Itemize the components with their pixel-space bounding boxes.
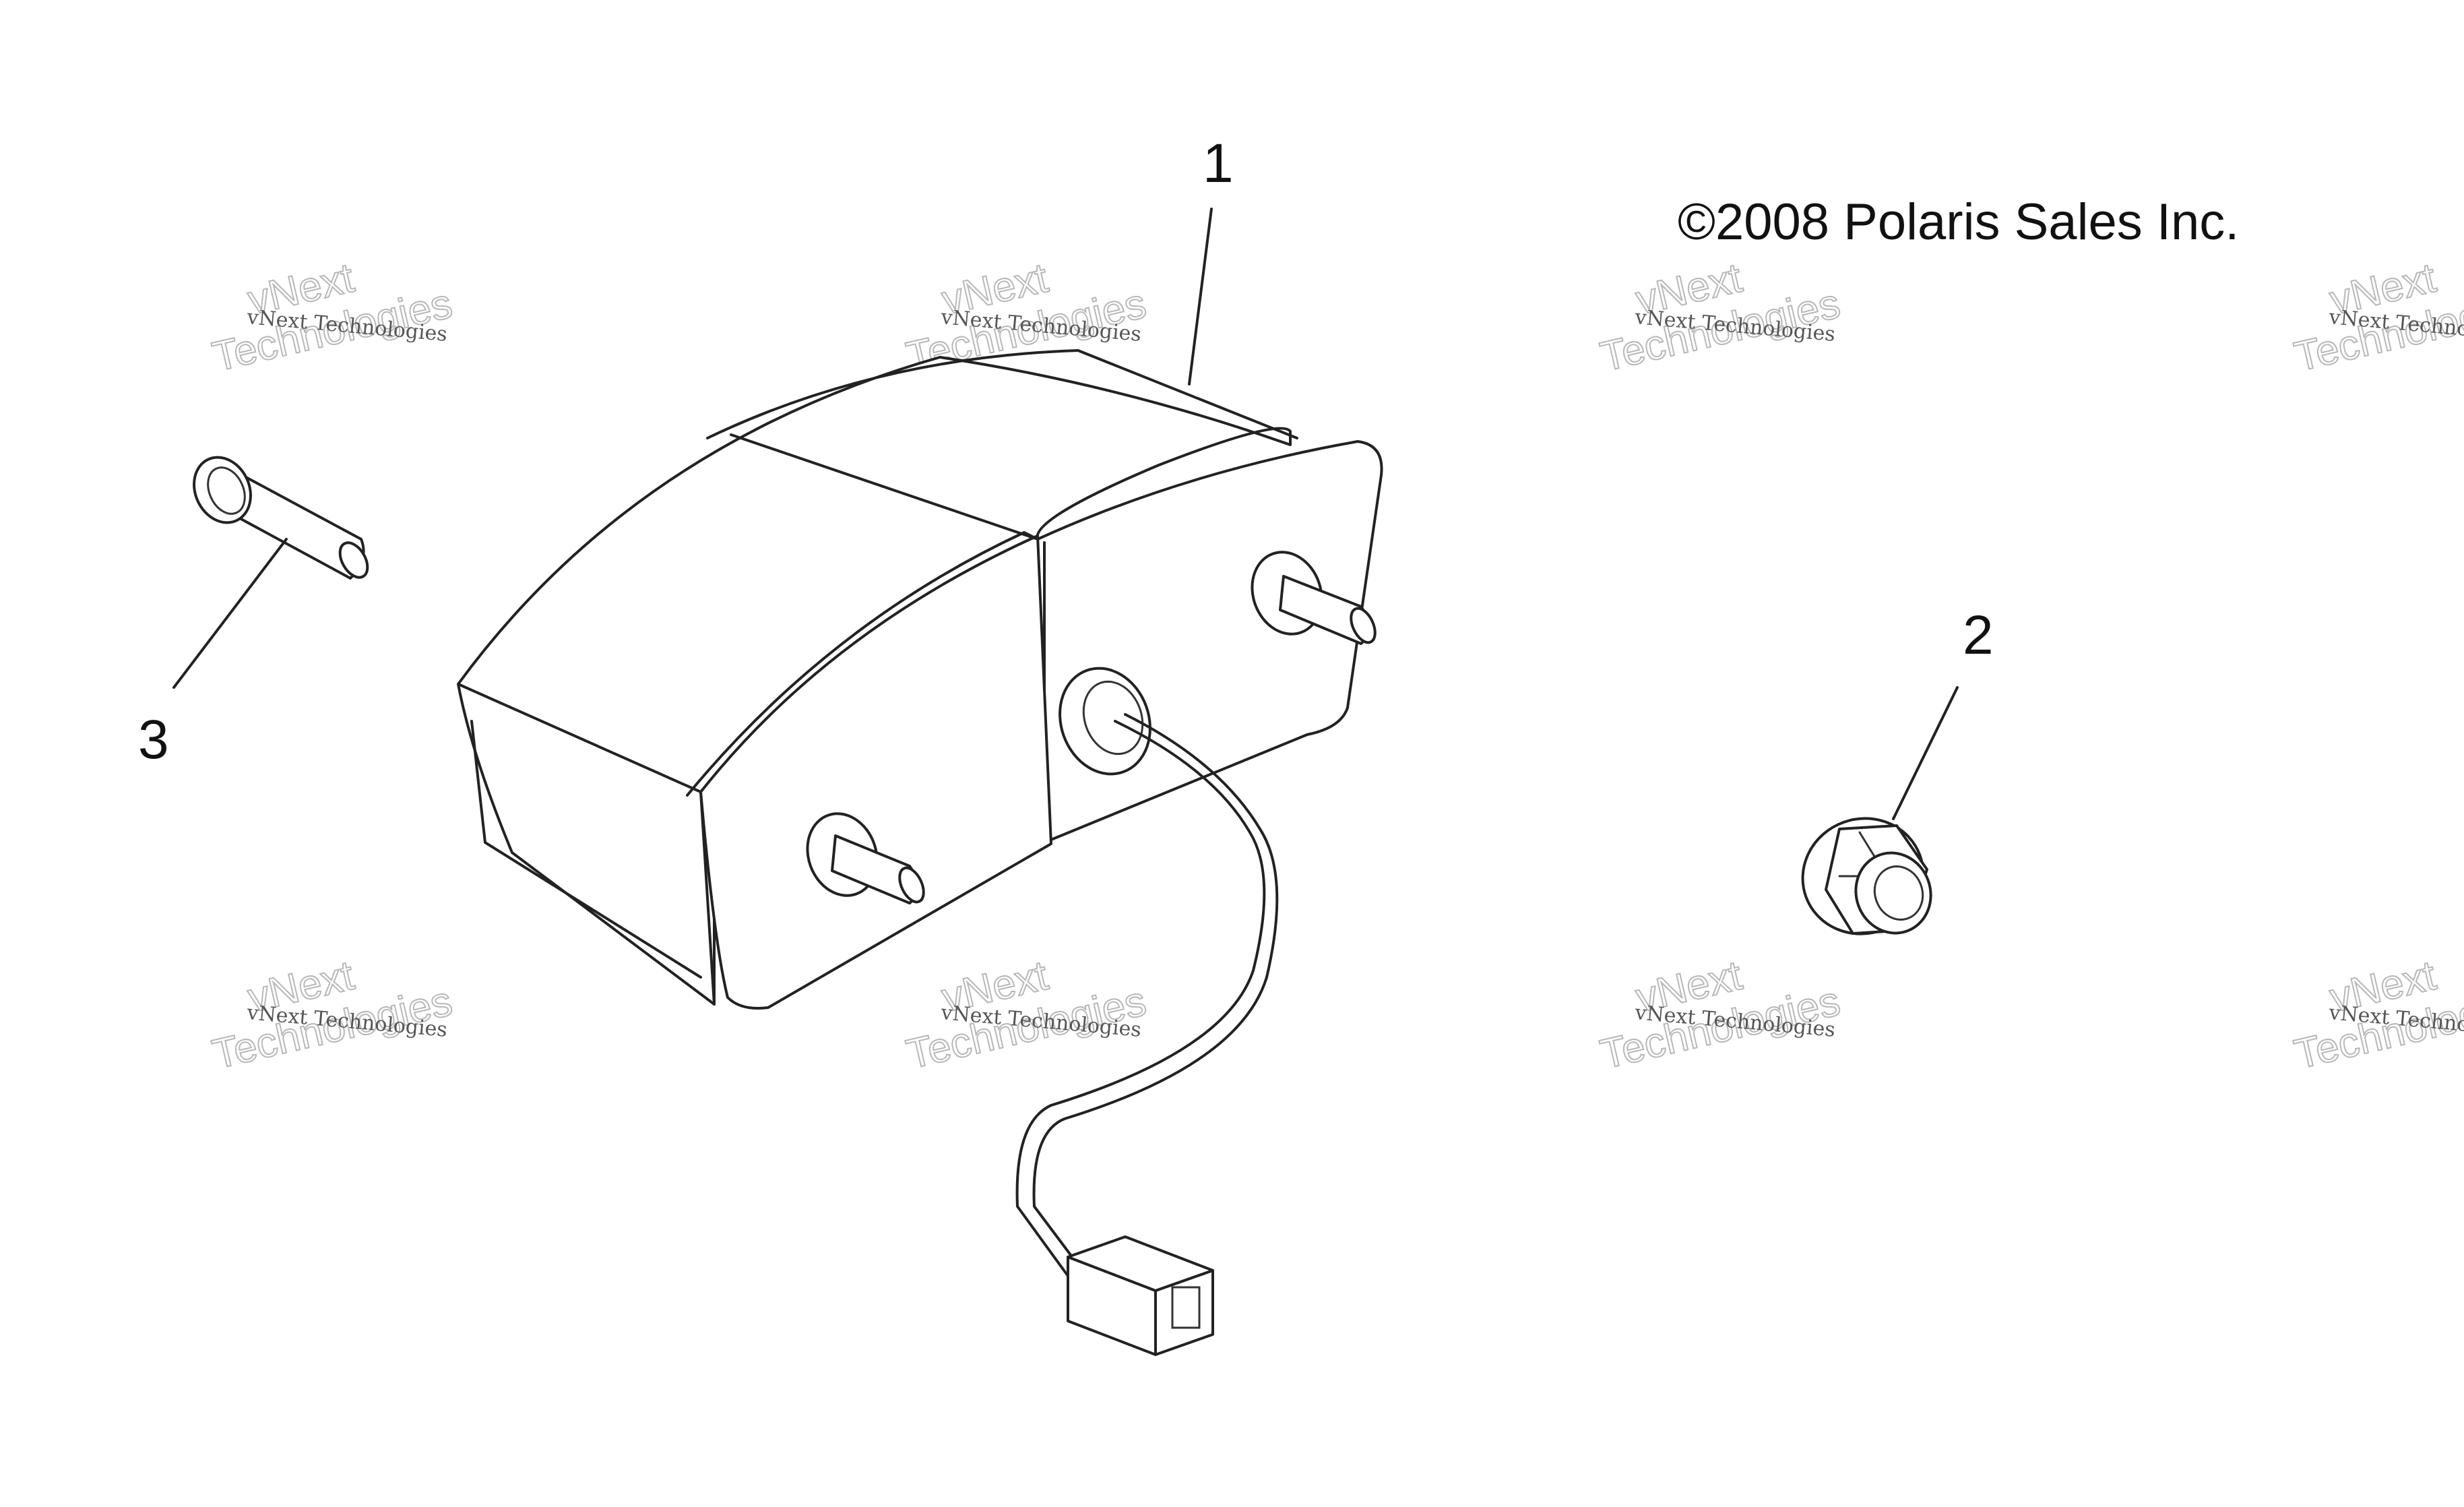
leader-line-2 <box>1892 686 1959 820</box>
watermark-top-right: vNext Technologies <box>1596 254 1845 381</box>
copyright-notice: ©2008 Polaris Sales Inc. <box>1678 193 2239 251</box>
callout-3: 3 <box>138 709 169 770</box>
tail-lamp-assembly <box>457 349 1383 1356</box>
watermark-bottom-left: vNext Technologies <box>208 952 457 1079</box>
leader-line-3 <box>172 538 288 689</box>
flange-nut <box>1801 817 1932 935</box>
mounting-screw <box>193 456 369 580</box>
callout-1: 1 <box>1203 133 1234 194</box>
leader-line-1 <box>1188 208 1213 386</box>
watermark-top-edge: vNext Technologies <box>2289 254 2464 381</box>
callout-2: 2 <box>1963 605 1994 666</box>
watermark-bottom-center: vNext Technologies <box>902 952 1151 1079</box>
watermark-bottom-right: vNext Technologies <box>1596 952 1845 1079</box>
watermark-top-left: vNext Technologies <box>208 254 457 381</box>
